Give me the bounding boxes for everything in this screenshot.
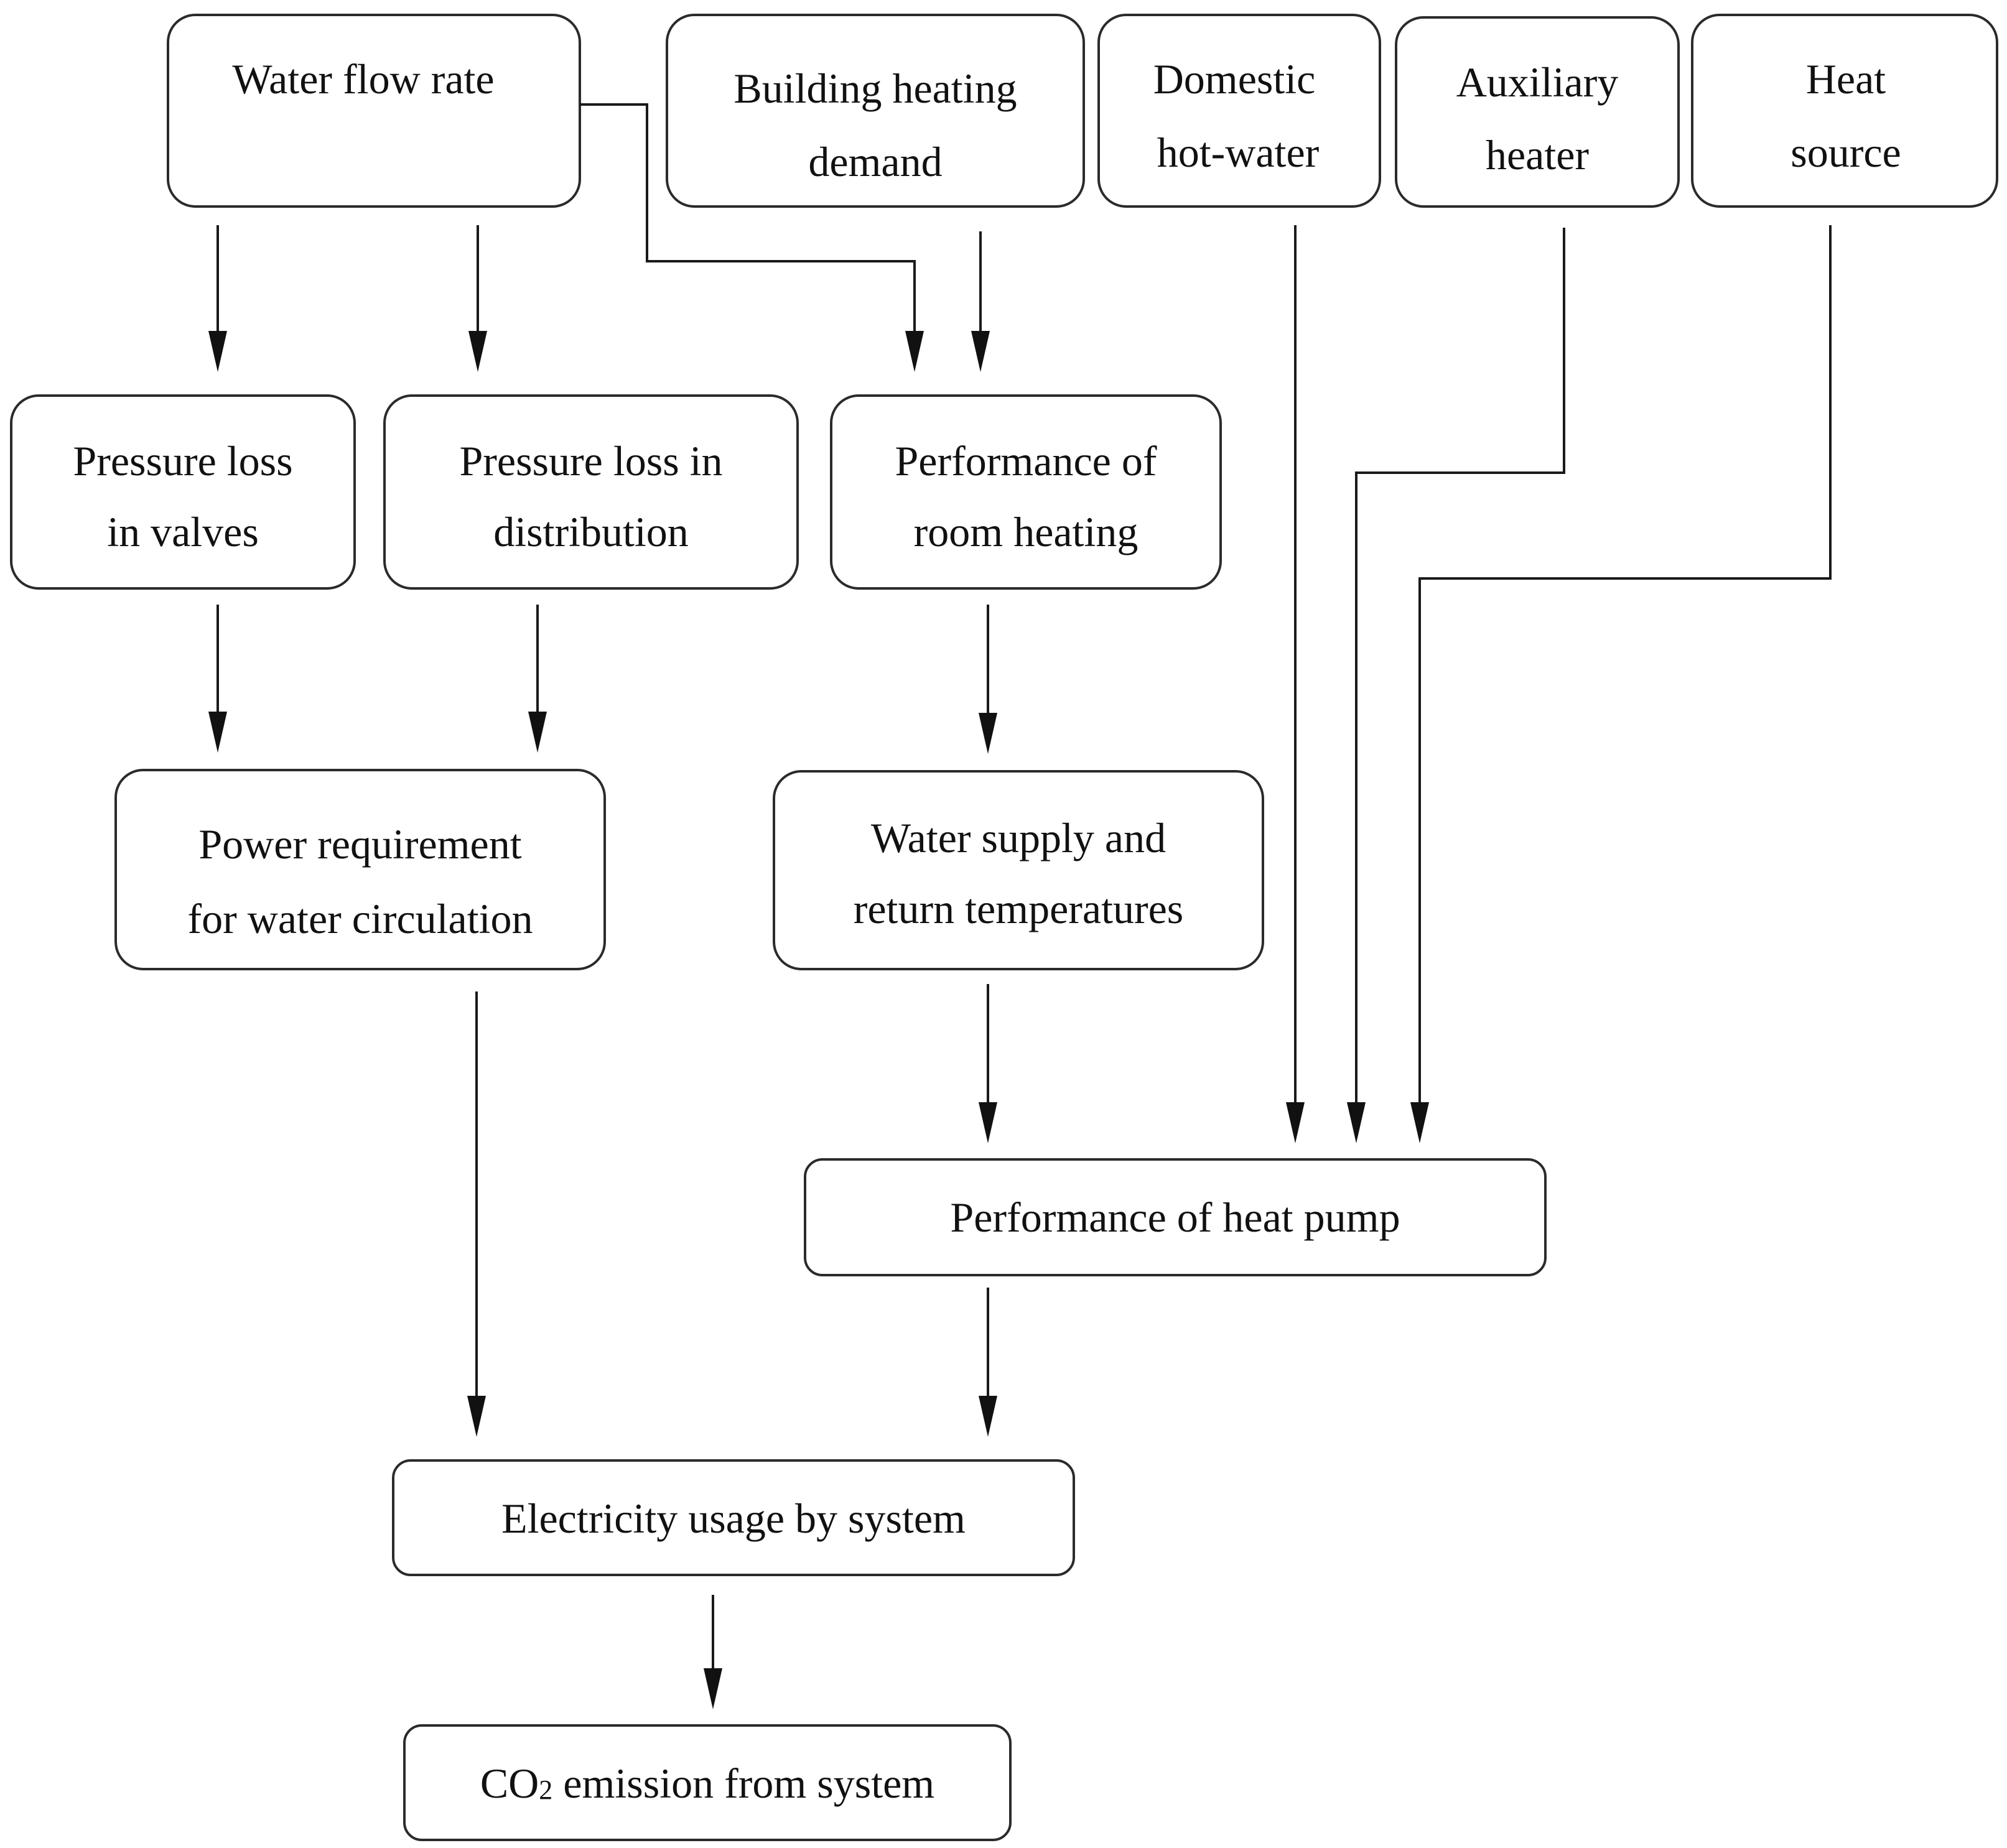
- arrow-line: [1418, 225, 1832, 1105]
- arrowhead-icon: [971, 331, 990, 372]
- node-water-supply-return: Water supply and return temperatures: [773, 770, 1264, 970]
- node-performance-heat-pump: Performance of heat pump: [804, 1158, 1547, 1276]
- node-line: Performance of: [895, 437, 1157, 485]
- arrow-water_flow_rate-to-pressure_loss_valves: [208, 225, 227, 372]
- arrow-performance_heat_pump-to-electricity_usage: [979, 1288, 997, 1437]
- arrow-pressure_loss_valves-to-power_requirement: [208, 605, 227, 753]
- node-line: hot-water: [1157, 129, 1320, 176]
- arrowhead-icon: [467, 1396, 486, 1437]
- arrowhead-icon: [979, 713, 997, 754]
- co2-suffix: emission from system: [552, 1760, 934, 1807]
- connector-layer: [208, 103, 1832, 1709]
- svg-text:CO2 emission from system: CO2 emission from system: [480, 1760, 934, 1807]
- arrowhead-icon: [1410, 1102, 1429, 1143]
- node-heat-source: Heat source: [1691, 14, 1998, 208]
- co2-prefix: CO: [480, 1760, 539, 1807]
- arrow-auxiliary_heater-to-performance_heat_pump: [1347, 228, 1565, 1143]
- node-domestic-hot-water: Domestic hot-water: [1097, 14, 1381, 208]
- arrowhead-icon: [905, 331, 924, 372]
- svg-text:Pressure loss: Pressure loss: [73, 437, 292, 485]
- node-water-flow-rate: Water flow rate: [167, 14, 581, 208]
- arrow-performance_room_heating-to-water_supply_return: [979, 605, 997, 754]
- arrow-water_flow_rate-to-performance_room_heating: [580, 103, 924, 372]
- node-line: Water supply and: [871, 814, 1166, 861]
- node-line: Power requirement: [198, 820, 521, 868]
- svg-text:Performance of: Performance of: [895, 437, 1157, 485]
- arrow-building_heating_demand-to-performance_room_heating: [971, 231, 990, 372]
- arrowhead-icon: [979, 1102, 997, 1143]
- svg-text:Water flow rate: Water flow rate: [232, 55, 494, 103]
- node-line: Pressure loss: [73, 437, 292, 485]
- arrowhead-icon: [528, 712, 547, 753]
- svg-text:hot-water: hot-water: [1157, 129, 1320, 176]
- svg-text:distribution: distribution: [493, 508, 689, 555]
- co2-subscript: 2: [539, 1775, 552, 1805]
- node-line: Domestic: [1153, 55, 1316, 103]
- arrow-pressure_loss_distribution-to-power_requirement: [528, 605, 547, 753]
- svg-text:Auxiliary: Auxiliary: [1456, 58, 1619, 106]
- arrowhead-icon: [1347, 1102, 1366, 1143]
- node-line: Electricity usage by system: [501, 1495, 966, 1542]
- node-auxiliary-heater: Auxiliary heater: [1395, 16, 1680, 208]
- node-line: in valves: [107, 508, 259, 555]
- arrow-line: [580, 103, 916, 333]
- node-building-heating-demand: Building heating demand: [666, 14, 1085, 208]
- node-power-requirement: Power requirement for water circulation: [114, 769, 606, 970]
- svg-text:heater: heater: [1486, 131, 1589, 179]
- svg-text:Performance of heat pump: Performance of heat pump: [950, 1194, 1400, 1241]
- arrowhead-icon: [979, 1396, 997, 1437]
- node-electricity-usage: Electricity usage by system: [392, 1459, 1075, 1576]
- svg-text:Electricity usage by system: Electricity usage by system: [501, 1495, 966, 1542]
- node-line: Performance of heat pump: [950, 1194, 1400, 1241]
- svg-text:in valves: in valves: [107, 508, 259, 555]
- svg-text:room heating: room heating: [914, 508, 1139, 555]
- node-line: room heating: [914, 508, 1139, 555]
- svg-text:Building heating: Building heating: [733, 65, 1017, 112]
- arrow-water_flow_rate-to-pressure_loss_distribution: [468, 225, 487, 372]
- arrow-power_requirement-to-electricity_usage: [467, 991, 486, 1437]
- node-pressure-loss-distribution: Pressure loss in distribution: [383, 394, 799, 590]
- node-line: heater: [1486, 131, 1589, 179]
- arrow-line: [1355, 228, 1565, 1105]
- node-line: distribution: [493, 508, 689, 555]
- svg-text:demand: demand: [808, 138, 942, 185]
- node-line: Pressure loss in: [459, 437, 722, 485]
- node-co2-emission: CO2 emission from system: [403, 1724, 1012, 1841]
- svg-text:Heat: Heat: [1806, 55, 1886, 103]
- node-line: Water flow rate: [232, 55, 494, 103]
- arrow-domestic_hot_water-to-performance_heat_pump: [1286, 225, 1305, 1143]
- arrow-electricity_usage-to-co2_emission: [704, 1595, 722, 1709]
- arrowhead-icon: [208, 331, 227, 372]
- node-line: for water circulation: [187, 895, 533, 942]
- arrowhead-icon: [1286, 1102, 1305, 1143]
- node-line: demand: [808, 138, 942, 185]
- arrow-heat_source-to-performance_heat_pump: [1410, 225, 1832, 1143]
- node-line: Auxiliary: [1456, 58, 1619, 106]
- svg-text:Pressure loss in: Pressure loss in: [459, 437, 722, 485]
- svg-text:Domestic: Domestic: [1153, 55, 1316, 103]
- svg-text:Power requirement: Power requirement: [198, 820, 521, 868]
- arrowhead-icon: [208, 712, 227, 753]
- node-line: source: [1790, 129, 1901, 176]
- svg-text:return temperatures: return temperatures: [854, 885, 1184, 932]
- node-line: Building heating: [733, 65, 1017, 112]
- node-pressure-loss-valves: Pressure loss in valves: [10, 394, 356, 590]
- svg-text:source: source: [1790, 129, 1901, 176]
- arrowhead-icon: [704, 1668, 722, 1709]
- node-line: return temperatures: [854, 885, 1184, 932]
- svg-text:Water supply and: Water supply and: [871, 814, 1166, 861]
- arrowhead-icon: [468, 331, 487, 372]
- node-line: Heat: [1806, 55, 1886, 103]
- node-performance-room-heating: Performance of room heating: [830, 394, 1222, 590]
- svg-text:for water circulation: for water circulation: [187, 895, 533, 942]
- arrow-water_supply_return-to-performance_heat_pump: [979, 984, 997, 1143]
